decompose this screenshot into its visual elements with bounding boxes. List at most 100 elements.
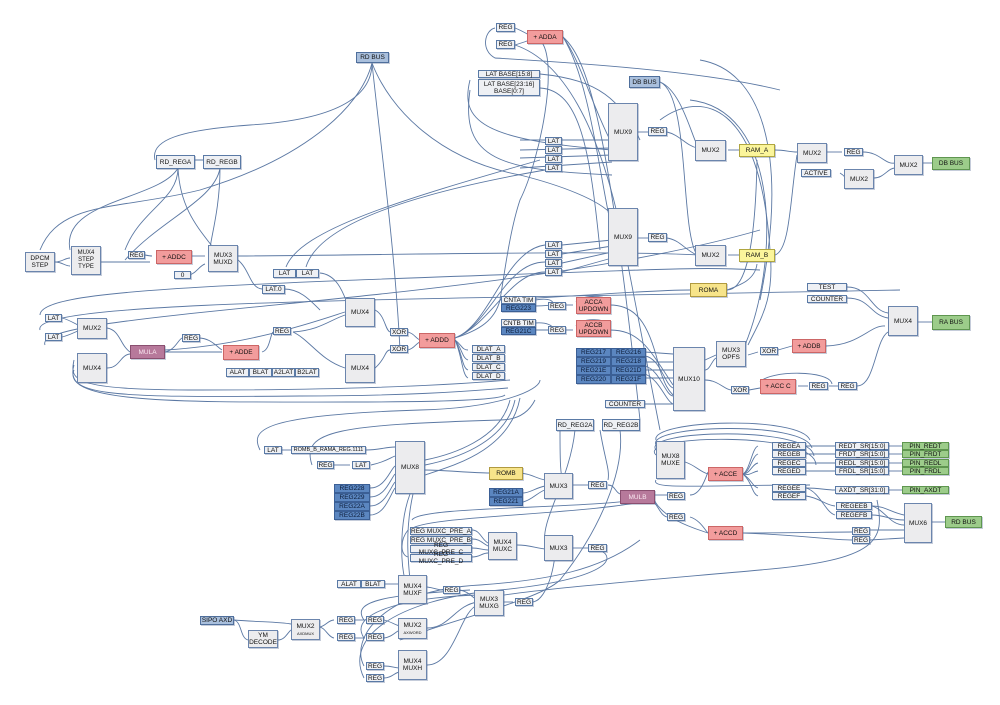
mux4-left[interactable]: MUX4 — [77, 353, 107, 383]
addc-adder[interactable]: + ADDC — [156, 250, 192, 264]
reg221-register[interactable]: REG221 — [489, 497, 523, 506]
counter-mid-node[interactable]: COUNTER — [605, 400, 645, 408]
reg-node[interactable]: REG — [317, 461, 334, 469]
reg-node[interactable]: REG — [366, 662, 384, 670]
regec-register[interactable]: REGEC — [772, 459, 806, 467]
reg218-register[interactable]: REG218 — [611, 357, 646, 366]
reg-node[interactable]: REG — [515, 598, 533, 606]
reg-node[interactable]: REG — [273, 327, 291, 335]
reg-node[interactable]: REG — [588, 481, 607, 489]
active-node[interactable]: ACTIVE — [801, 169, 831, 177]
blat-node[interactable]: BLAT — [361, 580, 385, 588]
lat-base-lo-register[interactable]: LAT BASE[23:16] BASE[0:7] — [478, 79, 540, 96]
accd-adder[interactable]: + ACCD — [708, 526, 743, 540]
reg-node[interactable]: REG — [182, 334, 200, 342]
reg21e-register[interactable]: REG21E — [576, 366, 611, 375]
redt-sr-register[interactable]: REDT_SR[15:0] — [835, 442, 889, 450]
mux2-axword[interactable]: MUX2 AXWORD — [398, 618, 427, 639]
cntb-tim-node[interactable]: CNTB TIM — [501, 319, 536, 327]
lat-node[interactable]: LAT — [45, 333, 62, 341]
mux3-e1[interactable]: MUX3 — [544, 473, 573, 499]
reg228-register[interactable]: REG228 — [334, 484, 370, 493]
mux3-muxd[interactable]: MUX3 MUXD — [208, 245, 238, 272]
mux9-b[interactable]: MUX9 — [608, 208, 638, 266]
reg-node[interactable]: REG — [366, 674, 384, 682]
lat-node[interactable]: LAT — [273, 269, 296, 278]
blat-node[interactable]: BLAT — [249, 368, 272, 377]
mux2-out2[interactable]: MUX2 — [844, 169, 874, 189]
b2lat-node[interactable]: B2LAT — [295, 368, 319, 377]
rd-bus-out-pin[interactable]: RD BUS — [945, 516, 982, 528]
reg-node[interactable]: REG — [648, 233, 667, 242]
regeb-register[interactable]: REGEB — [772, 450, 806, 458]
reg216-register[interactable]: REG216 — [611, 348, 646, 357]
lat-node[interactable]: LAT — [264, 446, 282, 454]
lat-node[interactable]: LAT — [545, 164, 562, 172]
dlat-d-node[interactable]: DLAT_D — [472, 372, 505, 380]
reg223-register[interactable]: REG223 — [501, 304, 536, 312]
mux2-left[interactable]: MUX2 — [77, 318, 107, 339]
reg-node[interactable]: REG — [443, 586, 460, 594]
ra-bus-pin[interactable]: RA BUS — [932, 315, 970, 330]
roma-rom[interactable]: ROMA — [690, 283, 727, 297]
regeeb-register[interactable]: REGEEB — [836, 502, 872, 510]
mula-multiplier[interactable]: MULA — [130, 345, 165, 359]
alat-node[interactable]: ALAT — [337, 580, 361, 588]
adda-adder[interactable]: + ADDA — [527, 30, 563, 44]
mux4-mid1[interactable]: MUX4 — [345, 298, 375, 327]
mux3-opfs[interactable]: MUX3 OPFS — [716, 341, 746, 367]
reg-node[interactable]: REG — [496, 23, 515, 32]
acce-adder[interactable]: + ACCE — [708, 467, 743, 481]
reg-node[interactable]: REG — [852, 527, 870, 535]
accb-updown[interactable]: ACCB UPDOWN — [576, 320, 611, 337]
lat-node[interactable]: LAT — [545, 155, 562, 163]
mux4-muxh[interactable]: MUX4 MUXH — [398, 650, 427, 680]
regea-register[interactable]: REGEA — [772, 442, 806, 450]
reg22b-register[interactable]: REG22B — [334, 511, 370, 520]
dlat-b-node[interactable]: DLAT_B — [472, 354, 505, 362]
mux4-steptype[interactable]: MUX4 STEP TYPE — [71, 246, 101, 275]
rd-reg2b-node[interactable]: RD_REG2B — [602, 419, 640, 431]
reg-node[interactable]: REG — [852, 536, 870, 544]
pin-redt[interactable]: PIN_REDT — [902, 442, 949, 450]
xor-gate[interactable]: XOR — [390, 328, 408, 336]
lat0-node[interactable]: LAT.0 — [262, 285, 285, 294]
lat-node[interactable]: LAT — [545, 146, 562, 154]
regefb-register[interactable]: REGEFB — [836, 511, 872, 519]
reg-node[interactable]: REG — [588, 544, 607, 552]
dlat-a-node[interactable]: DLAT_A — [472, 345, 505, 353]
ram-a[interactable]: RAM_A — [739, 144, 775, 157]
reg21d-register[interactable]: REG21D — [611, 366, 646, 375]
acca-updown[interactable]: ACCA UPDOWN — [576, 297, 611, 314]
mux3-e2[interactable]: MUX3 — [544, 535, 573, 561]
rd-reg2a-node[interactable]: RD_REG2A — [556, 419, 594, 431]
sipo-axd-node[interactable]: SIPO AXD — [200, 616, 234, 625]
muxc-pre-d-register[interactable]: REG MUXC_PRE_D — [410, 551, 472, 565]
mux9-a[interactable]: MUX9 — [608, 103, 638, 161]
reg219-register[interactable]: REG219 — [576, 357, 611, 366]
frdl-sr-register[interactable]: FRDL_SR[15:0] — [835, 467, 889, 475]
dpcm-step-node[interactable]: DPCM STEP — [25, 252, 55, 272]
mux3-muxg[interactable]: MUX3 MUXG — [474, 590, 504, 616]
mulb-multiplier[interactable]: MULB — [620, 490, 655, 504]
mux8[interactable]: MUX8 — [395, 441, 425, 494]
mux2-ramb[interactable]: MUX2 — [695, 245, 726, 266]
reged-register[interactable]: REGED — [772, 467, 806, 475]
dlat-c-node[interactable]: DLAT_C — [472, 363, 505, 371]
reg21c-register[interactable]: REG21C — [501, 327, 536, 335]
mux2-axdmux[interactable]: MUX2 AXDMUX — [291, 619, 320, 640]
lat-node[interactable]: LAT — [545, 268, 562, 276]
lat-node[interactable]: LAT — [545, 137, 562, 145]
alat-node[interactable]: ALAT — [226, 368, 249, 377]
reg220-register[interactable]: REG220 — [576, 375, 611, 384]
reg229-register[interactable]: REG229 — [334, 493, 370, 502]
rd-rega-node[interactable]: RD_REGA — [156, 155, 195, 169]
zero-constant[interactable]: 0 — [174, 271, 191, 279]
reg-node[interactable]: REG — [128, 251, 145, 259]
mux10[interactable]: MUX10 — [673, 347, 705, 411]
mux2-out1[interactable]: MUX2 — [797, 143, 827, 163]
reg-node[interactable]: REG — [667, 513, 685, 521]
reg-node[interactable]: REG — [667, 492, 685, 500]
romb-rom[interactable]: ROMB — [489, 467, 523, 480]
pin-frdl[interactable]: PIN_FRDL — [902, 467, 949, 475]
